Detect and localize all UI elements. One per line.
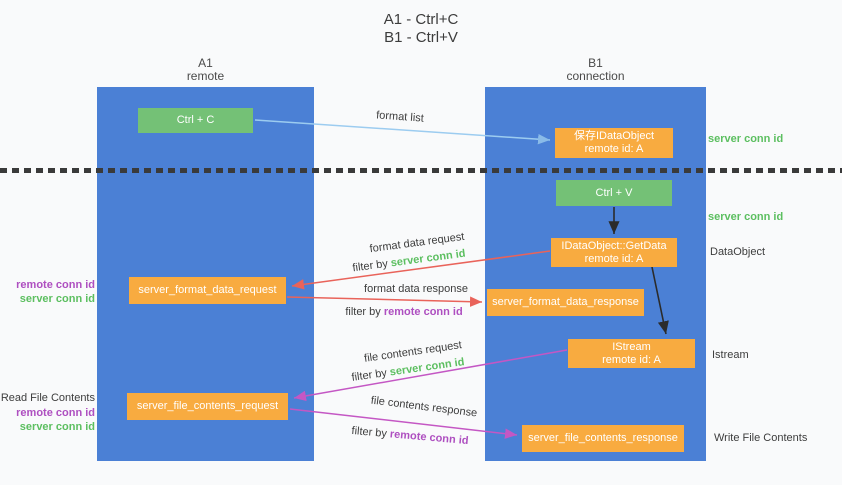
arrow-getdata-to-istream bbox=[651, 266, 669, 335]
node-server-file-contents-request: server_file_contents_request bbox=[127, 393, 288, 420]
file-request-label: server_file_contents_request bbox=[136, 400, 279, 412]
istream-line2: remote id: A bbox=[602, 353, 661, 366]
remote-conn-id-text: remote conn id bbox=[383, 306, 463, 318]
format-request-label: server_format_data_request bbox=[138, 284, 277, 296]
label-format-data-response: format data response bbox=[364, 283, 468, 295]
format-response-label: server_format_data_response bbox=[492, 296, 639, 308]
annotation-server-conn-id-top: server conn id bbox=[708, 133, 784, 145]
istream-line1: IStream bbox=[612, 340, 651, 353]
column-a1-subtitle: remote bbox=[186, 69, 225, 83]
column-a1-name: A1 bbox=[198, 56, 213, 70]
annotation-istream: Istream bbox=[712, 349, 749, 361]
save-idataobject-line2: remote id: A bbox=[584, 143, 644, 155]
annotation-server-conn-id-ctrlv: server conn id bbox=[708, 211, 784, 223]
node-server-file-contents-response: server_file_contents_response bbox=[522, 425, 684, 452]
node-server-format-data-response: server_format_data_response bbox=[487, 289, 644, 316]
ctrl-v-label: Ctrl + V bbox=[595, 186, 633, 199]
title-line-1: A1 - Ctrl+C bbox=[383, 11, 459, 28]
title-line-2: B1 - Ctrl+V bbox=[384, 29, 458, 46]
save-idataobject-line1: 保存IDataObject bbox=[573, 130, 655, 142]
column-header-b1: B1 connection bbox=[485, 57, 706, 83]
annotation-remote-conn-id-file: remote conn id bbox=[16, 407, 95, 419]
phase-divider-dotted-line bbox=[0, 168, 842, 173]
arrow-file-contents-request bbox=[293, 349, 568, 402]
getdata-line2: remote id: A bbox=[584, 252, 644, 265]
ctrl-c-label: Ctrl + C bbox=[176, 114, 215, 126]
column-b1-name: B1 bbox=[588, 56, 603, 70]
label-filter-by-remote-conn-id-1: filter by remote conn id bbox=[345, 306, 462, 318]
arrow-format-data-request bbox=[291, 250, 551, 290]
node-save-idataobject: 保存IDataObject remote id: A bbox=[555, 128, 673, 158]
column-b1-subtitle: connection bbox=[566, 69, 625, 83]
file-response-label: server_file_contents_response bbox=[528, 432, 678, 444]
annotation-read-file-contents: Read File Contents bbox=[0, 392, 95, 404]
node-idataobject-getdata: IDataObject::GetData remote id: A bbox=[551, 238, 677, 267]
filter-by-text: filter by bbox=[345, 306, 381, 318]
annotation-remote-conn-id-format: remote conn id bbox=[16, 279, 95, 291]
node-istream: IStream remote id: A bbox=[568, 339, 695, 368]
arrow-format-list bbox=[254, 119, 551, 145]
getdata-line1: IDataObject::GetData bbox=[561, 239, 667, 252]
annotation-dataobject: DataObject bbox=[710, 246, 766, 258]
arrow-format-data-response bbox=[286, 296, 483, 307]
node-ctrl-v: Ctrl + V bbox=[556, 180, 672, 206]
node-ctrl-c: Ctrl + C bbox=[138, 108, 253, 133]
node-server-format-data-request: server_format_data_request bbox=[129, 277, 286, 304]
annotation-server-conn-id-format: server conn id bbox=[19, 293, 95, 305]
column-header-a1: A1 remote bbox=[97, 57, 314, 83]
annotation-write-file-contents: Write File Contents bbox=[714, 432, 808, 444]
annotation-server-conn-id-file: server conn id bbox=[19, 421, 95, 433]
diagram-title: A1 - Ctrl+C B1 - Ctrl+V bbox=[0, 11, 842, 47]
arrow-file-contents-response bbox=[289, 408, 518, 439]
